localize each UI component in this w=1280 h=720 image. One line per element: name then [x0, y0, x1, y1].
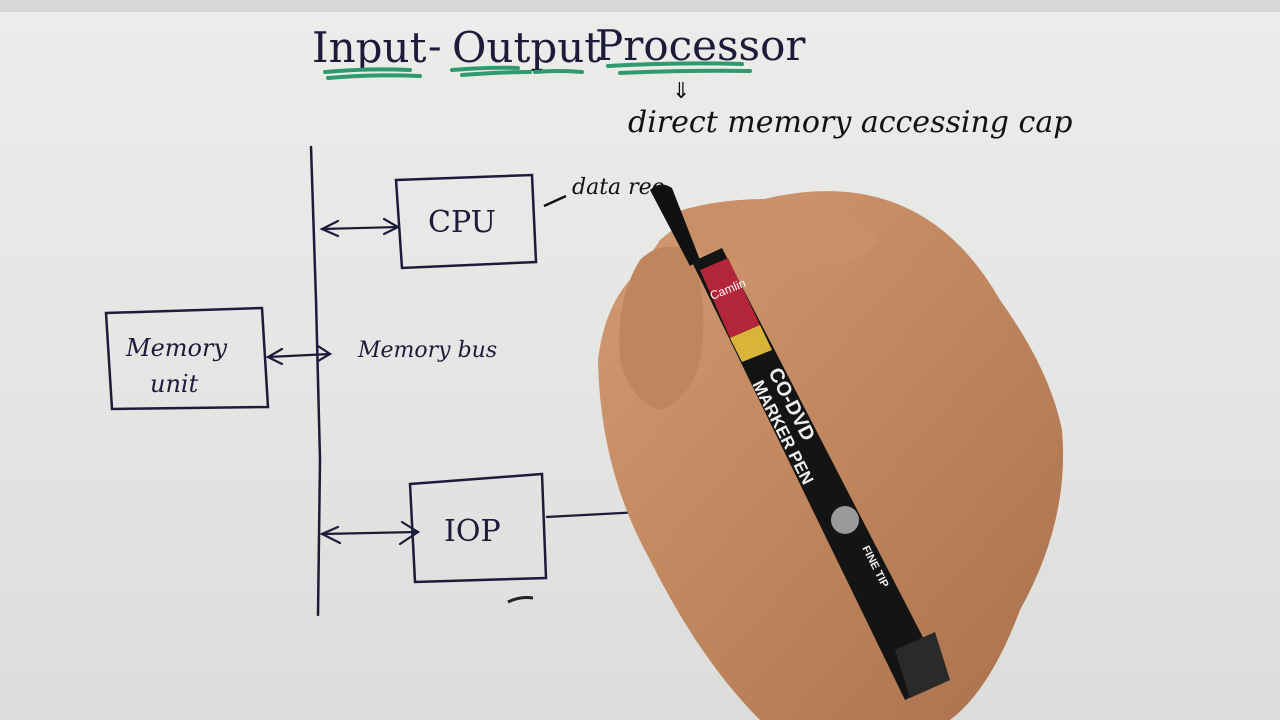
iop-block: IOP	[408, 472, 548, 584]
cpu-bus-arrow	[319, 217, 401, 238]
cpu-note-text: data reo	[572, 175, 665, 200]
iop-output-line	[545, 510, 641, 519]
iop-label: IOP	[444, 514, 501, 549]
memory-unit-label-line2: unit	[150, 370, 199, 398]
title-output: Output	[452, 23, 601, 72]
title-dash: -	[428, 24, 442, 70]
title-underlines	[323, 61, 752, 80]
hand	[598, 191, 1064, 720]
paper-edge	[0, 0, 1280, 12]
memory-bus-arrow	[265, 344, 333, 366]
cpu-block: CPU	[394, 173, 538, 270]
ink-mark	[507, 596, 534, 604]
memory-unit-label-line1: Memory	[125, 334, 227, 362]
memory-bus-label: Memory bus	[357, 338, 497, 363]
iop-bus-arrow	[319, 520, 421, 546]
title: Input - Output Processor	[312, 21, 806, 80]
title-input: Input	[312, 23, 427, 72]
down-arrow-icon: ⇓	[672, 79, 690, 104]
marker-pen: Camlin CO-DVD MARKER PEN FINE TIP	[650, 184, 950, 700]
thumb	[619, 246, 704, 410]
annotation: ⇓ direct memory accessing cap	[628, 79, 1072, 140]
annotation-text: direct memory accessing cap	[628, 105, 1072, 140]
cpu-label: CPU	[428, 205, 496, 240]
cpu-note: data reo	[543, 175, 665, 208]
memory-bus-line	[309, 145, 322, 617]
memory-unit-block: Memory unit	[104, 306, 270, 411]
